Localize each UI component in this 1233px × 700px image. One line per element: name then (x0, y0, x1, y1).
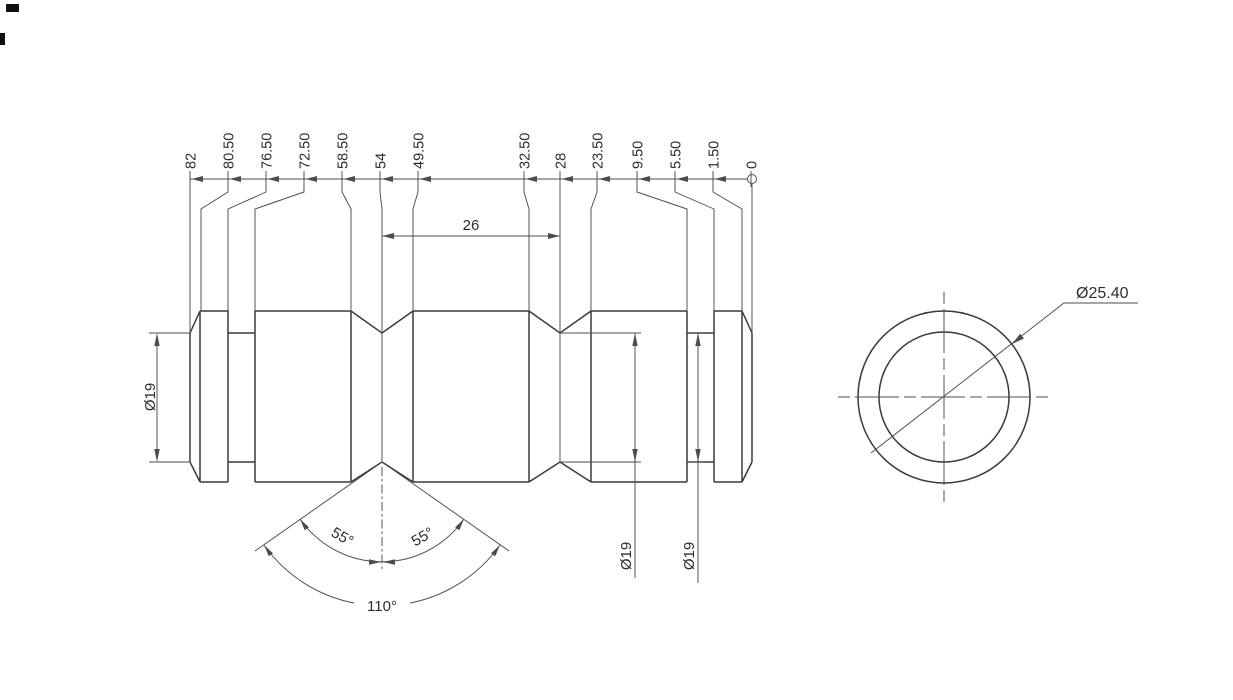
end-view: Ø25.40 (838, 285, 1138, 502)
ordinate-label-23_50: 23.50 (591, 133, 607, 169)
ordinate-arrow-icon (638, 176, 650, 182)
arrow-down-icon (695, 449, 701, 462)
ordinate-label-5_50: 5.50 (669, 141, 685, 169)
dim-line-d19-vee (560, 332, 641, 578)
leader-line (870, 302, 1138, 454)
ordinate-arrow-icon (305, 176, 317, 182)
arrow-right-icon (548, 233, 560, 239)
diameter-dimension-outer: Ø25.40 (870, 285, 1138, 454)
ordinate-label-28: 28 (554, 153, 570, 169)
arc-arrow-icon (369, 559, 381, 565)
ordinate-label-32_50: 32.50 (518, 133, 534, 169)
arrow-up-icon (632, 333, 638, 346)
dim-label-26: 26 (463, 217, 480, 234)
ordinate-label-58_50: 58.50 (336, 133, 352, 169)
ordinate-label-1_50: 1.50 (707, 141, 723, 169)
ordinate-label-72_50: 72.50 (298, 133, 314, 169)
ordinate-origin-marker (747, 174, 757, 184)
ordinate-leader (341, 187, 352, 311)
arc-arrow-icon (383, 559, 395, 565)
ordinate-arrow-icon (598, 176, 610, 182)
dim-label-d19-vee: Ø19 (618, 542, 635, 570)
width-dimension-26: 26 (382, 217, 560, 239)
arrow-down-icon (154, 449, 160, 462)
ordinate-arrow-icon (229, 176, 241, 182)
ordinate-label-49_50: 49.50 (412, 133, 428, 169)
ordinate-dimensions: 82 80.50 76.50 72.50 58.50 54 49.50 32.50 28 23.5… (184, 133, 761, 462)
arc-arrow-icon (264, 545, 273, 557)
ordinate-leader (523, 187, 530, 311)
angle-arc-110 (263, 544, 501, 604)
ordinate-arrow-icon (191, 176, 203, 182)
angle-flank-lines (254, 461, 510, 552)
angle-label-left-55: 55° (328, 524, 356, 550)
ordinate-label-82: 82 (184, 153, 200, 169)
dim-label-d19-left: Ø19 (142, 383, 159, 411)
ordinate-arrow-icon (267, 176, 279, 182)
arc-arrow-icon (300, 519, 309, 531)
dim-label-d2540: Ø25.40 (1076, 285, 1129, 302)
angle-label-right-55: 55° (409, 524, 437, 550)
arrow-up-icon (695, 333, 701, 346)
arrow-left-icon (382, 233, 394, 239)
ordinate-leader (712, 187, 743, 311)
part-profile (189, 310, 753, 483)
diameter-dimension-left: Ø19 (142, 332, 190, 463)
ordinate-label-80_50: 80.50 (222, 133, 238, 169)
ordinate-leader (636, 187, 688, 311)
arrow-up-icon (154, 333, 160, 346)
arrow-down-icon (632, 449, 638, 462)
ordinate-label-9_50: 9.50 (631, 141, 647, 169)
arc-arrow-icon (455, 519, 464, 531)
ordinate-arrow-icon (676, 176, 688, 182)
ordinate-leader (254, 187, 305, 311)
diameter-dimension-relief: Ø19 (681, 332, 704, 583)
angle-label-110: 110° (367, 598, 397, 615)
dim-line-d19-left (149, 332, 190, 463)
ordinate-leader (590, 187, 598, 311)
ordinate-leader (674, 187, 715, 311)
ordinate-arrow-icon (561, 176, 573, 182)
ordinate-arrow-icon (525, 176, 537, 182)
ordinate-label-54: 54 (374, 153, 390, 169)
ordinate-arrow-icon (714, 176, 726, 182)
angle-dimensions: 55° 55° 110° (254, 461, 510, 615)
ordinate-leader (379, 187, 383, 462)
ordinate-arrow-icon (381, 176, 393, 182)
screen-artifact (6, 4, 19, 12)
screen-artifact (0, 33, 5, 45)
ordinate-arrow-icon (419, 176, 431, 182)
leader-arrow-icon (1012, 333, 1024, 344)
arc-arrow-icon (491, 545, 500, 557)
ordinate-arrow-icon (343, 176, 355, 182)
ordinate-leader (227, 187, 267, 311)
angle-arc-55 (299, 518, 465, 563)
ordinate-label-76_50: 76.50 (260, 133, 276, 169)
diameter-dimension-vee: Ø19 (560, 332, 641, 578)
part-side-view (189, 310, 753, 483)
ordinate-leader (412, 187, 419, 311)
dim-label-d19-relief: Ø19 (681, 542, 698, 570)
ordinate-label-0: 0 (745, 161, 761, 169)
ordinate-leader (200, 187, 229, 311)
